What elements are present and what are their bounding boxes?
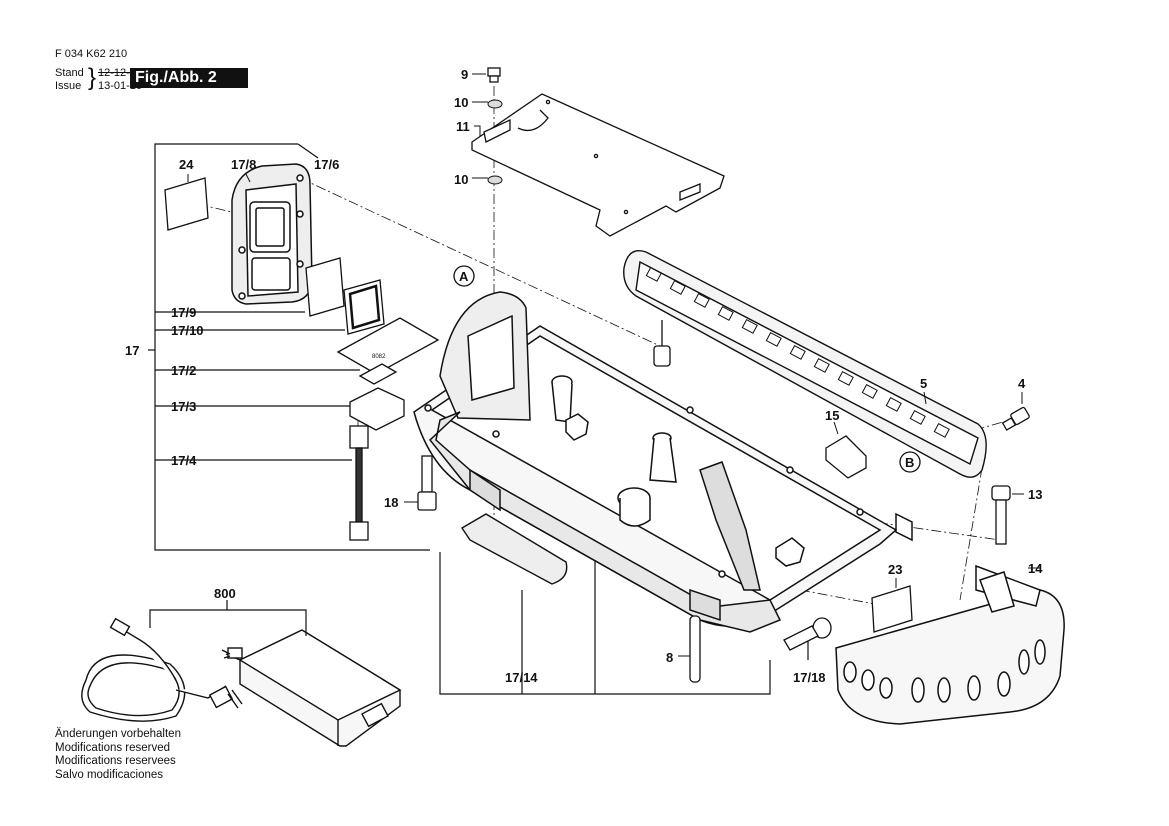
note-de: Änderungen vorbehalten [55,728,181,740]
main-housing [413,291,913,633]
note-fr: Modifications reservees [55,755,176,767]
label-17-4: 17/4 [171,453,197,468]
label-17-18: 17/18 [793,670,826,685]
washer-10a [487,99,503,109]
standoff-17-6 [653,320,671,367]
label-24: 24 [179,157,194,172]
label-17-3: 17/3 [171,399,196,414]
knob-17-18 [783,617,832,651]
stand-label: Stand [55,67,84,79]
pad-17-9 [305,257,345,317]
pad-17-14 [461,513,568,585]
screw-18 [417,455,437,511]
cover-17-8 [231,163,313,305]
label-8: 8 [666,650,673,665]
bumper-14 [835,564,1065,725]
label-23: 23 [888,562,902,577]
label-15: 15 [825,408,839,423]
callout-b: B [905,455,914,470]
label-4: 4 [1018,376,1026,391]
screw-9 [487,67,501,83]
label-11: 11 [456,119,470,134]
label-18: 18 [384,495,398,510]
figure-badge: Fig./Abb. 2 [130,68,248,88]
plate-11 [471,93,725,237]
label-17-9: 17/9 [171,305,196,320]
screw-4 [1001,406,1030,431]
label-10a: 10 [454,95,468,110]
washer-10b [487,175,503,185]
note-en: Modifications reserved [55,741,171,754]
label-800: 800 [214,586,236,601]
label-17-2: 17/2 [171,363,196,378]
pcb-code: 8082 [372,354,386,360]
label-13: 13 [1028,487,1042,502]
cable-17-4 [349,425,369,541]
screw-13 [991,485,1011,545]
pin-8 [689,615,701,683]
label-14: 14 [1028,561,1043,576]
charger-800 [81,617,402,747]
block-15 [825,435,867,479]
issue-label: Issue [55,80,82,92]
group-17-bracket [154,143,430,551]
label-17-10: 17/10 [171,323,204,338]
label-17-6: 17/6 [314,157,339,172]
plate-24 [164,177,209,231]
label-9: 9 [461,67,468,82]
callout-a: A [459,269,469,284]
label-23 [871,585,913,633]
label-5: 5 [920,376,927,391]
label-17-8: 17/8 [231,157,256,172]
note-es: Salvo modificaciones [55,768,164,781]
brace: } [88,64,97,91]
label-17-14: 17/14 [505,670,538,685]
modifications-notes: Änderungen vorbehalten Modifications res… [55,728,181,782]
rail-slots [645,266,950,438]
gasket-17-10 [343,279,385,335]
doc-number: F 034 K62 210 [55,48,128,60]
pcb-17-2: 8082 [336,317,440,385]
label-10b: 10 [454,172,468,187]
label-17: 17 [125,343,139,358]
block-17-3 [349,387,405,431]
